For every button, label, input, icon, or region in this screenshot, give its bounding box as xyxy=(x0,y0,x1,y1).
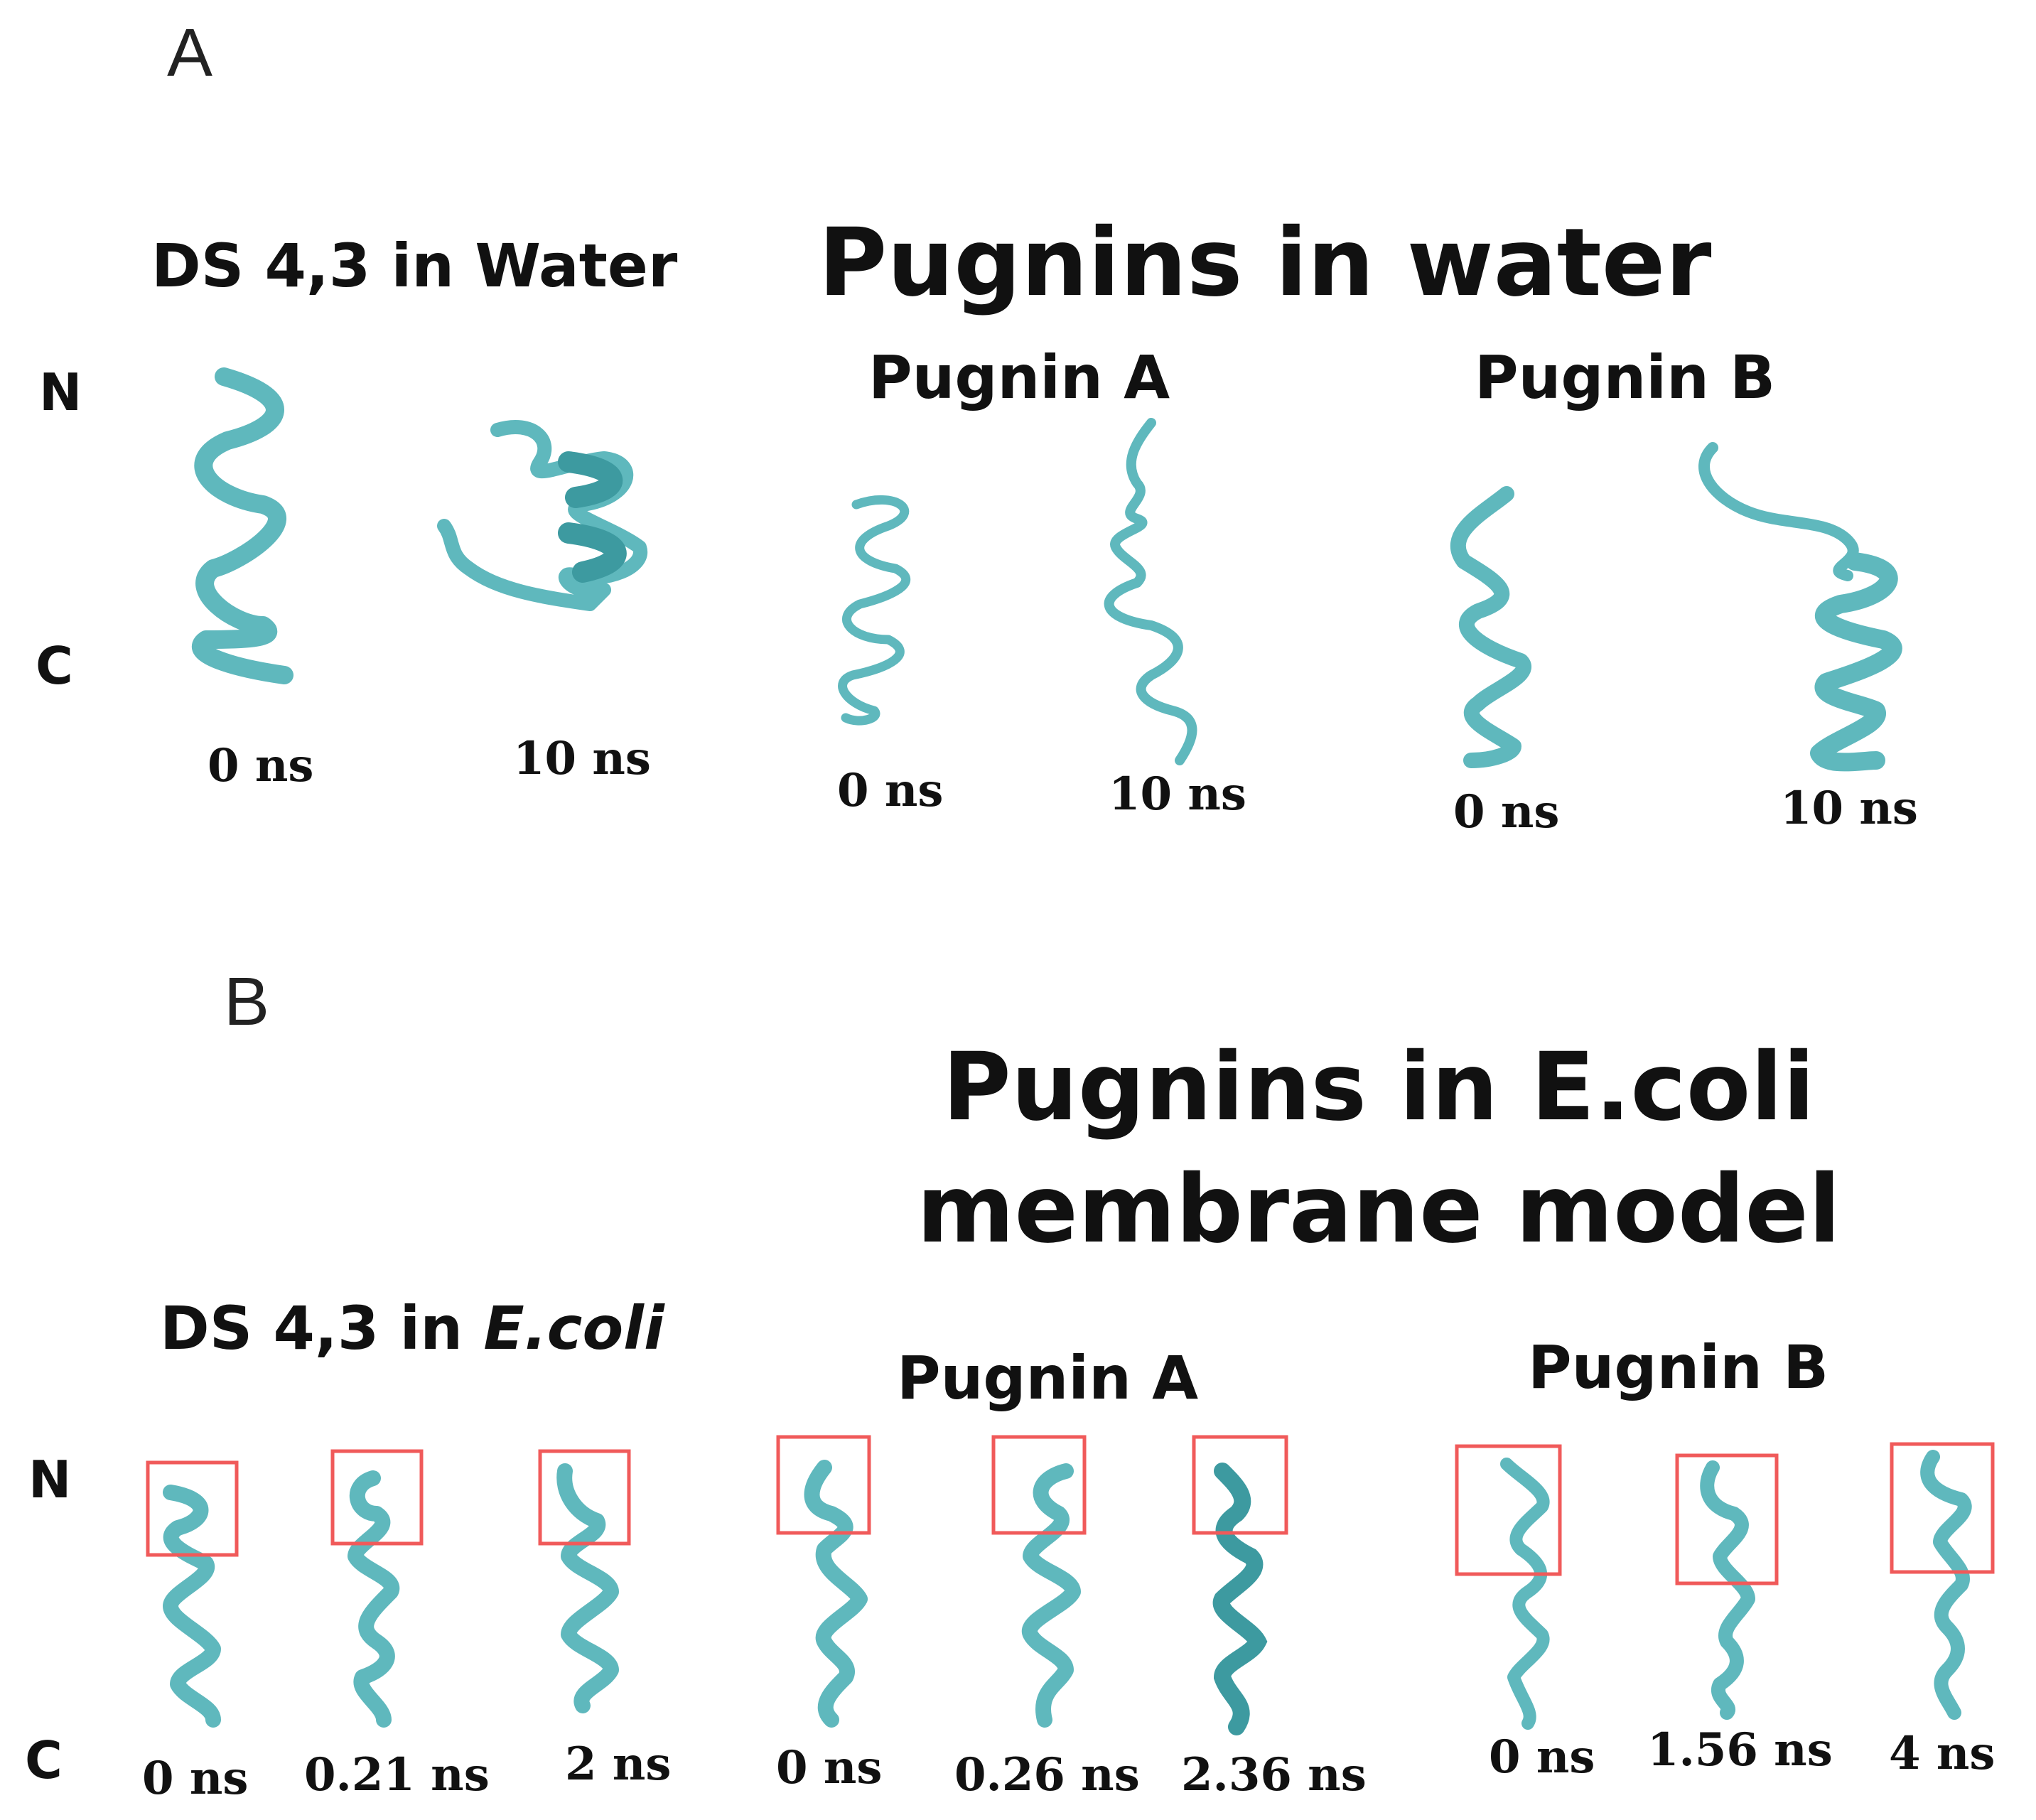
n-terminus-highlight-box xyxy=(1890,1442,1995,1574)
helix-pugnin-b-ecoli-4ns xyxy=(1920,1450,1972,1720)
panel-b-title: Pugnins in E.coli membrane model xyxy=(881,1027,1876,1271)
helix-ds43-water-0ns xyxy=(192,367,293,684)
helix-pugnin-b-water-0ns xyxy=(1450,486,1531,768)
time-label: 0 ns xyxy=(776,1741,883,1794)
time-label: 10 ns xyxy=(1780,782,1918,835)
time-label: 0 ns xyxy=(1489,1730,1595,1784)
helix-ds43-ecoli-021ns xyxy=(348,1470,400,1728)
n-terminus-highlight-box xyxy=(146,1460,239,1557)
n-terminus-highlight-box xyxy=(991,1435,1087,1535)
n-terminus-highlight-box xyxy=(538,1449,631,1546)
panel-a-n-terminus-label: N xyxy=(39,362,82,422)
n-terminus-highlight-box xyxy=(1455,1444,1562,1576)
time-label: 1.56 ns xyxy=(1647,1723,1833,1777)
helix-ds43-ecoli-0ns xyxy=(163,1485,221,1728)
helix-pugnin-a-ecoli-026ns xyxy=(1022,1463,1081,1728)
helix-pugnin-a-water-10ns xyxy=(1104,418,1197,765)
pugnin-b-ecoli-title: Pugnin B xyxy=(1528,1332,1829,1402)
n-terminus-highlight-box xyxy=(1675,1453,1779,1585)
panel-b-letter: B xyxy=(224,964,270,1040)
time-label: 0.26 ns xyxy=(954,1748,1140,1802)
panel-b-title-line-1: Pugnins in E.coli xyxy=(942,1033,1815,1142)
time-label: 0.21 ns xyxy=(304,1748,490,1802)
helix-ds43-water-10ns xyxy=(437,420,647,611)
ds43-water-title: DS 4,3 in Water xyxy=(151,231,678,301)
time-label: 0 ns xyxy=(208,739,314,792)
helix-pugnin-b-ecoli-156ns xyxy=(1700,1460,1755,1720)
n-terminus-highlight-box xyxy=(1192,1435,1288,1535)
helix-ds43-water-10ns-core xyxy=(558,451,627,583)
time-label: 0 ns xyxy=(837,764,944,817)
helix-pugnin-a-ecoli-236ns xyxy=(1212,1463,1268,1735)
helix-pugnin-b-water-10ns-helix xyxy=(1810,552,1902,772)
panel-b-title-line-2: membrane model xyxy=(916,1154,1841,1264)
time-label: 4 ns xyxy=(1889,1727,1995,1780)
helix-pugnin-a-water-0ns xyxy=(838,495,911,726)
pugnin-a-ecoli-title: Pugnin A xyxy=(897,1343,1199,1413)
panel-b-c-terminus-label: C xyxy=(25,1730,63,1790)
ds43-ecoli-title: DS 4,3 in E.coli xyxy=(160,1293,664,1363)
helix-ds43-ecoli-2ns xyxy=(556,1463,619,1713)
n-terminus-highlight-box xyxy=(776,1435,871,1535)
panel-a-title: Pugnins in water xyxy=(818,208,1712,318)
time-label: 2 ns xyxy=(565,1738,672,1791)
helix-pugnin-b-water-10ns xyxy=(1698,442,1859,581)
ds43-ecoli-title-italic: E.coli xyxy=(483,1293,664,1363)
n-terminus-highlight-box xyxy=(330,1449,424,1546)
pugnin-a-water-title: Pugnin A xyxy=(868,343,1170,412)
pugnin-b-water-title: Pugnin B xyxy=(1475,343,1776,412)
helix-pugnin-b-ecoli-0ns xyxy=(1500,1458,1550,1730)
time-label: 10 ns xyxy=(1109,768,1246,821)
time-label: 0 ns xyxy=(1453,785,1560,839)
time-label: 2.36 ns xyxy=(1181,1748,1367,1802)
helix-pugnin-a-ecoli-0ns xyxy=(804,1460,868,1728)
panel-a-letter: A xyxy=(167,15,213,91)
ds43-ecoli-title-prefix: DS 4,3 in xyxy=(160,1293,484,1363)
panel-b-n-terminus-label: N xyxy=(28,1450,72,1509)
time-label: 0 ns xyxy=(142,1752,249,1805)
panel-a-c-terminus-label: C xyxy=(36,636,73,696)
time-label: 10 ns xyxy=(513,732,651,785)
